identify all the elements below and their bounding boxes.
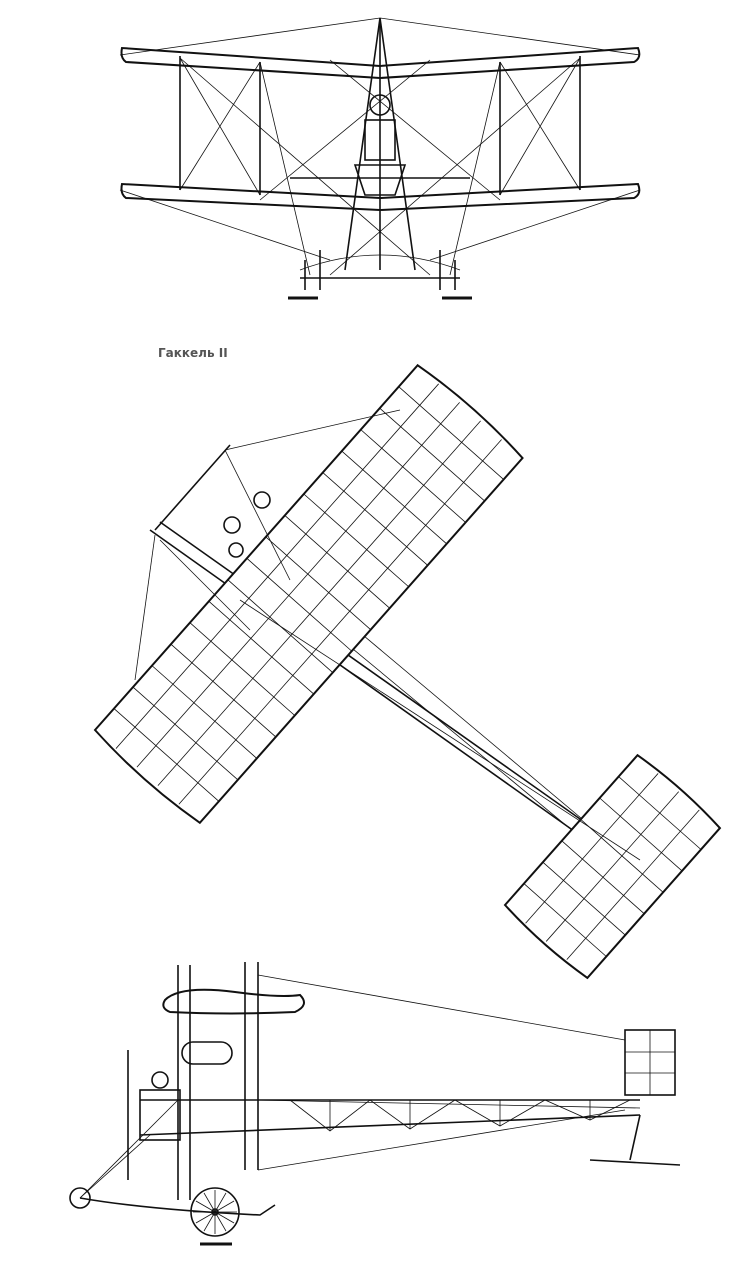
spar [157, 420, 481, 786]
rib [265, 536, 371, 630]
main-wing [93, 363, 524, 825]
rib [246, 558, 352, 652]
rib [284, 515, 390, 609]
top-view [93, 363, 722, 980]
spar [525, 773, 659, 924]
spoke [195, 1211, 216, 1224]
spar [115, 383, 439, 749]
side-struts [177, 962, 259, 1200]
fuselage-truss [289, 1099, 631, 1132]
engine-top [154, 444, 271, 558]
spoke [214, 1200, 235, 1213]
struts [179, 17, 581, 271]
rib [303, 493, 409, 588]
side-tail [589, 1029, 681, 1166]
rib [341, 450, 447, 545]
wheel-spokes [193, 1190, 237, 1234]
rib [208, 600, 315, 695]
drawing-caption: Гаккель II [158, 346, 228, 360]
tail-plane [503, 753, 722, 980]
fuel-tank [181, 1041, 233, 1065]
rib [322, 472, 428, 566]
side-wires [257, 974, 626, 1171]
spar [136, 402, 460, 768]
engine-and-pilot [290, 94, 470, 196]
rib [113, 708, 220, 802]
rib [360, 429, 466, 523]
spoke [203, 1192, 216, 1213]
spoke [195, 1200, 216, 1213]
side-view [69, 962, 681, 1246]
top-wires [134, 409, 641, 861]
spoke [214, 1192, 227, 1213]
rib [151, 665, 258, 759]
spoke [214, 1211, 227, 1232]
side-upper-wing [162, 988, 305, 1015]
landing-gear [288, 250, 472, 300]
bracing-wires [119, 17, 641, 276]
spar [566, 809, 700, 960]
spoke [203, 1211, 216, 1232]
side-fuselage [139, 1099, 641, 1136]
front-view [119, 17, 641, 300]
side-landing-gear [69, 1099, 276, 1246]
rib [379, 407, 485, 502]
rib [398, 386, 504, 480]
side-engine [139, 1071, 181, 1141]
rib [132, 686, 239, 781]
rib [189, 622, 296, 716]
spoke [214, 1211, 235, 1224]
spar [178, 439, 502, 805]
spar [545, 791, 680, 942]
rib [170, 643, 277, 738]
